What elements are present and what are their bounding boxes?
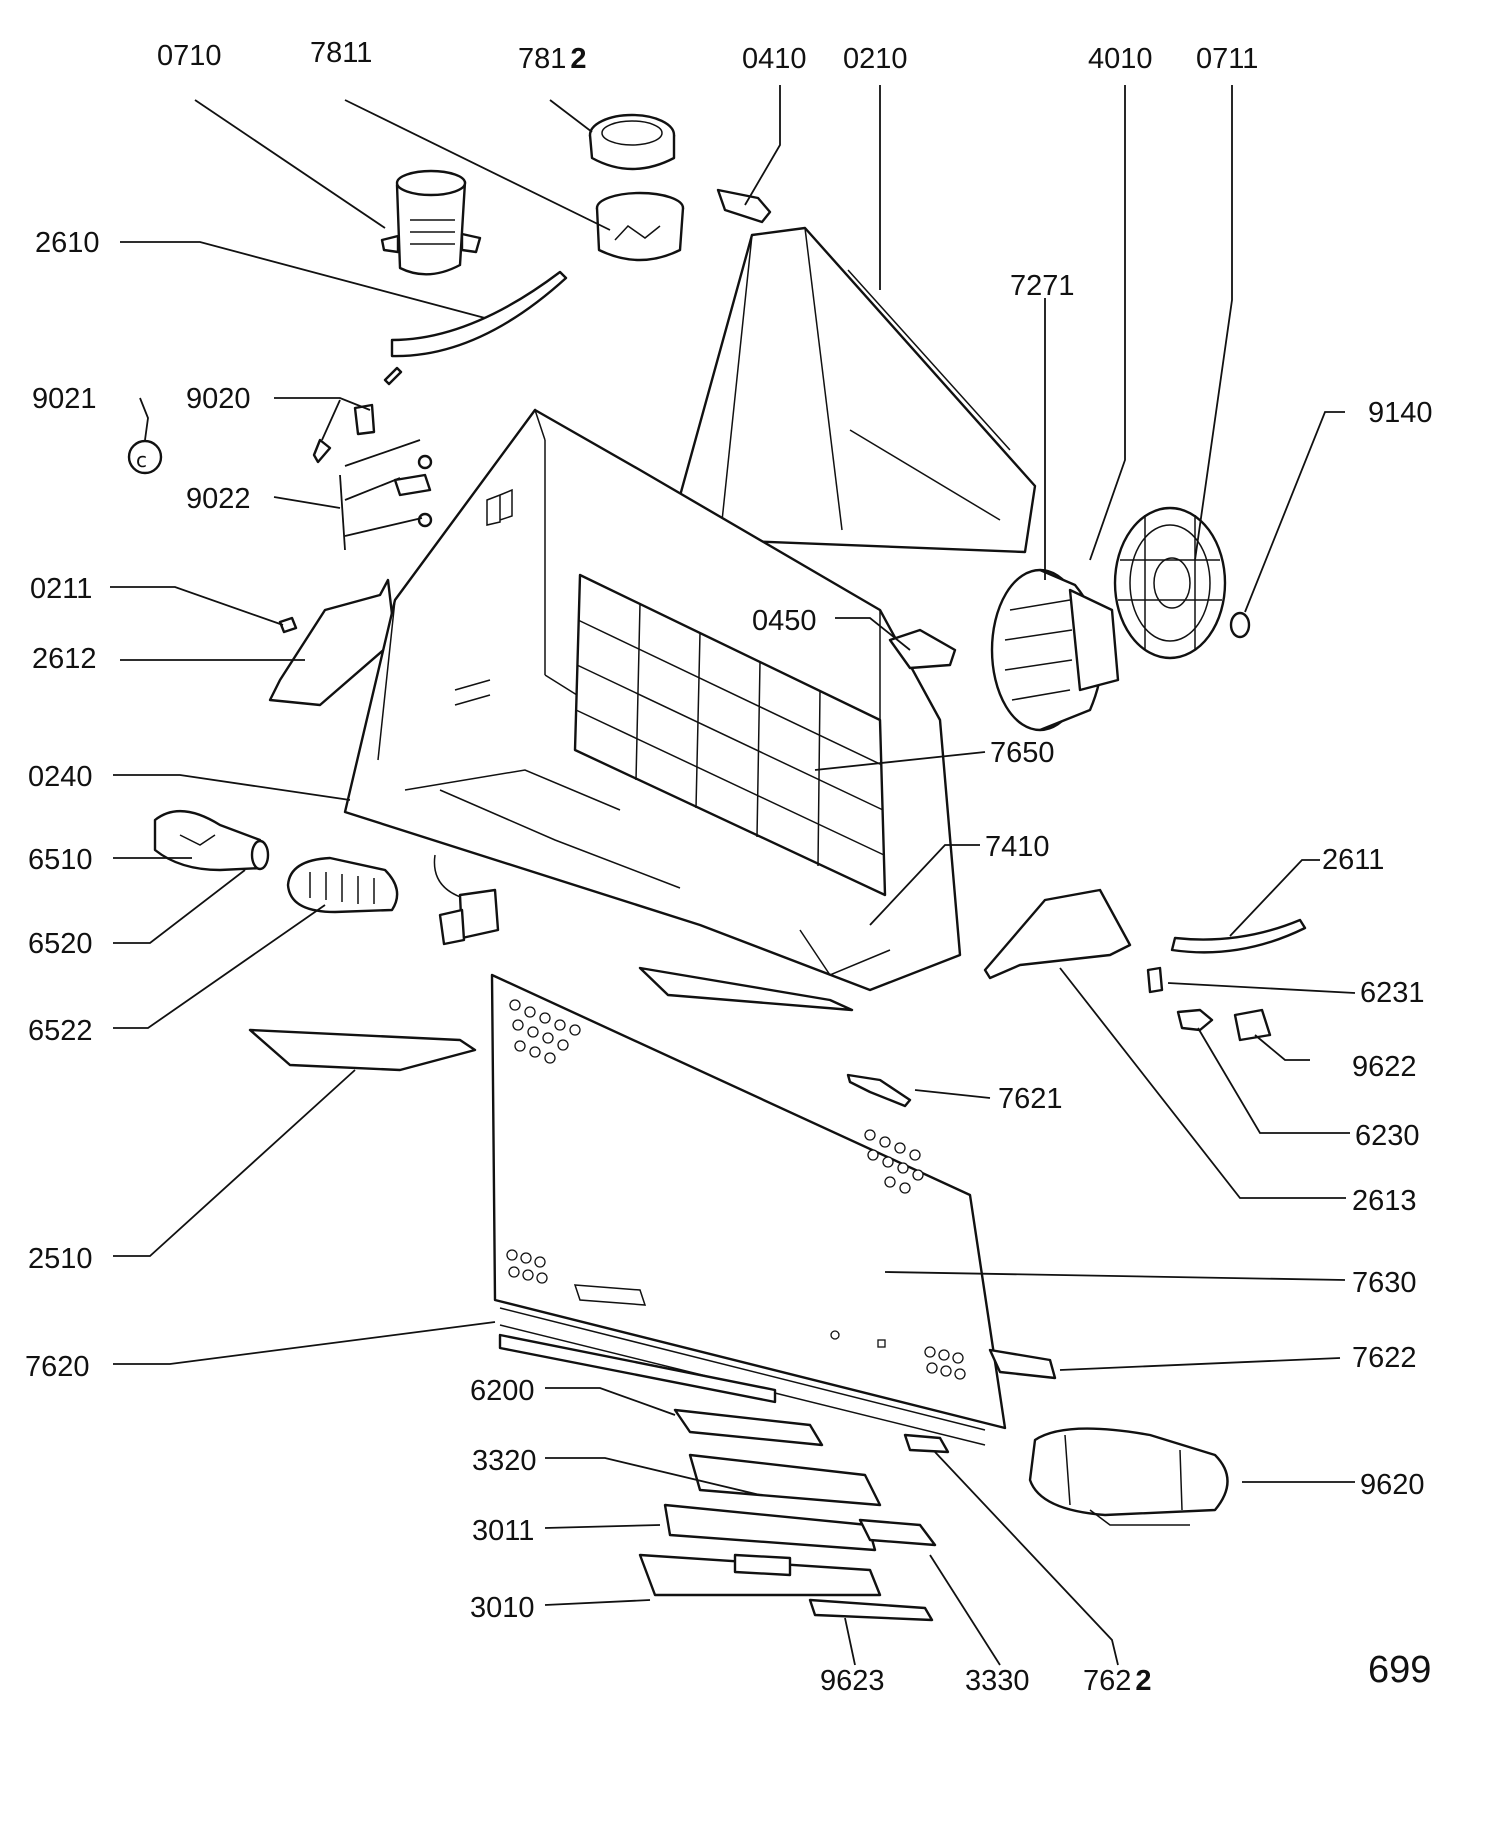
lamp-bulb-part bbox=[153, 809, 270, 872]
lamp-holder-part bbox=[286, 856, 399, 914]
label-3330: 3330 bbox=[965, 1665, 1030, 1697]
label-7621: 7621 bbox=[998, 1083, 1063, 1115]
side-bracket-left-part bbox=[268, 578, 397, 707]
top-bracket-part bbox=[716, 188, 772, 224]
front-panel-part bbox=[490, 973, 1007, 1446]
vent-holes-bottom-left bbox=[506, 1249, 548, 1284]
label-0211: 0211 bbox=[30, 573, 92, 605]
curved-rail-part bbox=[1170, 918, 1307, 954]
label-9022: 9022 bbox=[186, 483, 251, 515]
label-6510: 6510 bbox=[28, 844, 93, 876]
leader-lines bbox=[110, 85, 1356, 1666]
label-0450: 0450 bbox=[752, 605, 817, 637]
clip-9622-part bbox=[1233, 1008, 1272, 1042]
label-9140: 9140 bbox=[1368, 397, 1433, 429]
svg-text:c: c bbox=[136, 448, 147, 472]
label-6230: 6230 bbox=[1355, 1120, 1420, 1152]
vent-holes-bottom-right bbox=[924, 1346, 966, 1380]
outlet-collar-part bbox=[380, 169, 482, 276]
flap-ring-part bbox=[595, 191, 685, 262]
label-3010: 3010 bbox=[470, 1592, 535, 1624]
vent-holes-top-left bbox=[509, 999, 581, 1064]
hinge-7622-lower-part bbox=[903, 1433, 950, 1454]
part-drawings: c bbox=[127, 113, 1307, 1622]
label-7410: 7410 bbox=[985, 831, 1050, 863]
top-ring-part bbox=[588, 113, 676, 171]
label-9021: 9021 bbox=[32, 383, 97, 415]
panel-hinge-part bbox=[846, 1073, 912, 1108]
clip-6230-part bbox=[1176, 1008, 1214, 1032]
label-0240: 0240 bbox=[28, 761, 93, 793]
label-2613: 2613 bbox=[1352, 1185, 1417, 1217]
bottom-trim-part bbox=[498, 1333, 777, 1404]
vent-holes-right bbox=[864, 1129, 924, 1194]
page-number: 699 bbox=[1368, 1649, 1431, 1691]
switch-plate-part bbox=[673, 1408, 824, 1447]
label-6522: 6522 bbox=[28, 1015, 93, 1047]
small-ring-part bbox=[1229, 611, 1251, 639]
label-0410: 0410 bbox=[742, 43, 807, 75]
label-9623: 9623 bbox=[820, 1665, 885, 1697]
fan-guard-part bbox=[1113, 506, 1227, 660]
label-4010: 4010 bbox=[1088, 43, 1153, 75]
label-6231: 6231 bbox=[1360, 977, 1425, 1009]
label-6520: 6520 bbox=[28, 928, 93, 960]
label-2510: 2510 bbox=[28, 1243, 93, 1275]
power-plug-part bbox=[433, 854, 500, 946]
label-2611: 2611 bbox=[1322, 844, 1384, 876]
center-bracket-part bbox=[888, 628, 957, 670]
chimney-part bbox=[668, 226, 1037, 554]
label-7620: 7620 bbox=[25, 1351, 90, 1383]
label-7630: 7630 bbox=[1352, 1267, 1417, 1299]
small-clip-part bbox=[278, 616, 298, 634]
light-cover-part bbox=[248, 1028, 477, 1072]
label-7811: 7811 bbox=[310, 37, 372, 69]
label-0210: 0210 bbox=[843, 43, 908, 75]
label-7650: 7650 bbox=[990, 737, 1055, 769]
knob-part: c bbox=[127, 439, 163, 475]
curved-strip-part bbox=[390, 270, 568, 358]
switch-3330-part bbox=[858, 1518, 937, 1547]
grease-filter-part bbox=[573, 573, 887, 897]
label-6200: 6200 bbox=[470, 1375, 535, 1407]
label-2610: 2610 bbox=[35, 227, 100, 259]
right-hinge-part bbox=[988, 1348, 1057, 1380]
clip-6231-part bbox=[1146, 966, 1164, 994]
label-2612: 2612 bbox=[32, 643, 97, 675]
slider-9623-part bbox=[808, 1598, 934, 1622]
label-0711: 0711 bbox=[1196, 43, 1258, 75]
label-3320: 3320 bbox=[472, 1445, 537, 1477]
small-fixings-part bbox=[312, 366, 433, 528]
label-3011: 3011 bbox=[472, 1515, 534, 1547]
light-unit-part bbox=[1028, 1427, 1229, 1526]
side-bracket-right-part bbox=[983, 888, 1132, 980]
label-9622: 9622 bbox=[1352, 1051, 1417, 1083]
label-7622: 7622 bbox=[1352, 1342, 1417, 1374]
control-module-part bbox=[638, 1453, 882, 1597]
motor-fan-part bbox=[990, 568, 1120, 732]
label-7271: 7271 bbox=[1010, 270, 1075, 302]
label-9020: 9020 bbox=[186, 383, 251, 415]
label-9620: 9620 bbox=[1360, 1469, 1425, 1501]
front-strip-part bbox=[638, 966, 854, 1012]
label-0710: 0710 bbox=[157, 40, 222, 72]
